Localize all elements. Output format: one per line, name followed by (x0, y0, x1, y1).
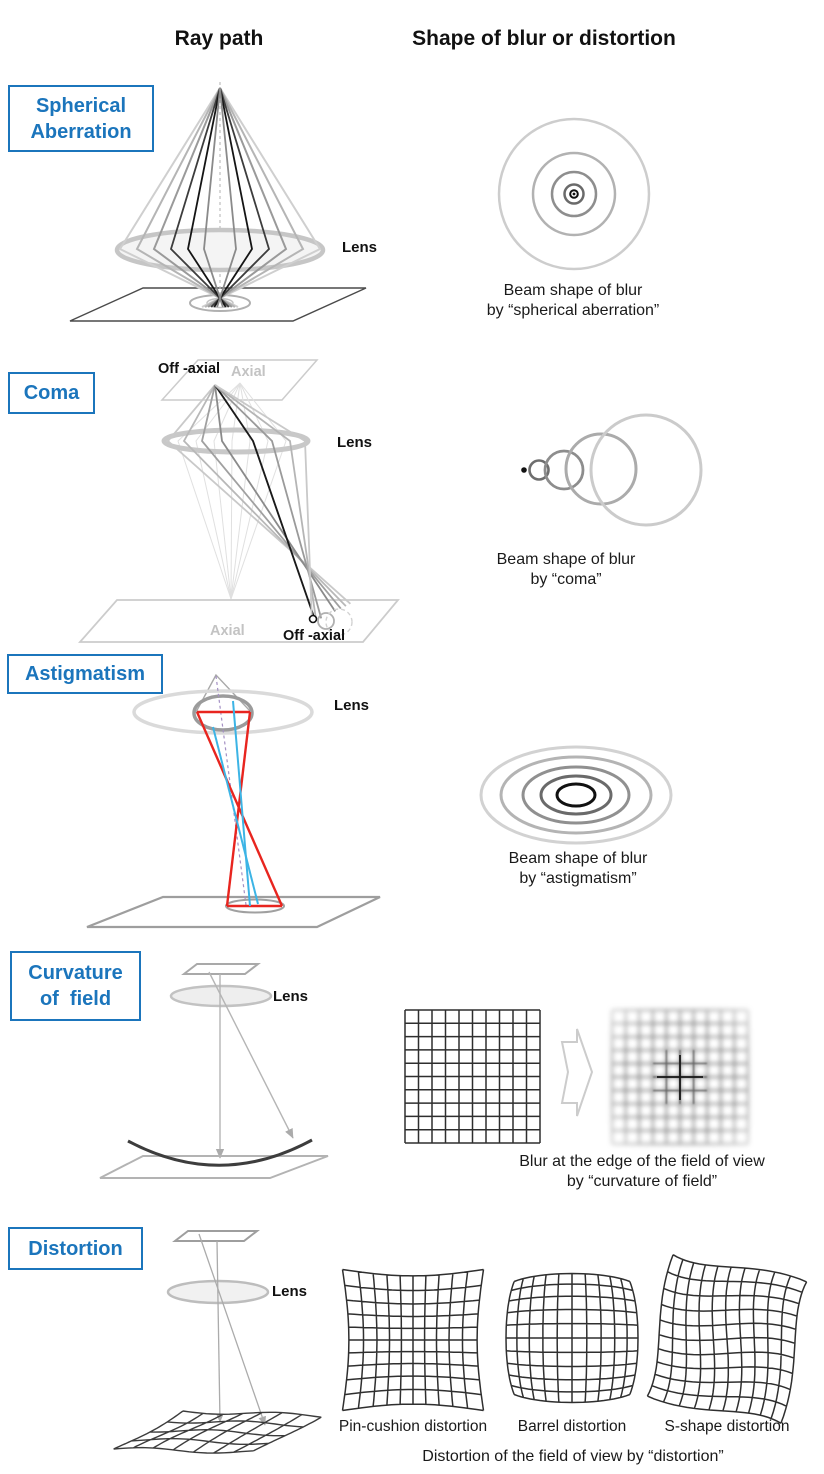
section-label-distortion: Distortion (8, 1227, 143, 1270)
coma-ray-path (78, 359, 400, 643)
oblique-ray-arrow (208, 971, 294, 1139)
object-plane (160, 359, 319, 401)
blurred-grid (605, 1004, 757, 1151)
image-plane (78, 599, 400, 643)
lens-ellipse-outer (132, 689, 314, 735)
caption-coma-blur: Beam shape of blur by “coma” (497, 550, 636, 590)
oblique-ray-arrow (198, 1233, 266, 1426)
ray-fan (118, 87, 322, 308)
curvature-ray-path (99, 963, 329, 1179)
label-line: of field (39, 988, 112, 1010)
label-line: Curvature (28, 962, 123, 984)
section-label-astigmatism: Astigmatism (7, 654, 163, 694)
focal-ellipse (225, 898, 285, 914)
off-axial-ray-fan (166, 384, 351, 624)
lens-label-curvature: Lens (273, 988, 309, 1005)
sharp-grid (404, 1009, 541, 1144)
astigmatism-blur-shape (479, 745, 673, 845)
section-label-curvature-of-field: Curvature of field (10, 951, 141, 1021)
image-plane (86, 895, 381, 929)
caption-curvature-blur: Blur at the edge of the field of view by… (519, 1152, 764, 1192)
caption-line: Beam shape of blur (508, 850, 648, 867)
blur-spot-outer (189, 294, 251, 312)
object-plane (172, 1230, 260, 1242)
pincushion-grid (341, 1268, 485, 1412)
grid-label-pincushion: Pin-cushion distortion (338, 1418, 488, 1435)
caption-line: by “astigmatism” (519, 870, 637, 887)
sharp-center-cross (657, 1055, 703, 1100)
image-plane (69, 287, 367, 322)
label-line: Distortion (28, 1237, 123, 1260)
lens-label-coma: Lens (337, 434, 373, 451)
object-plane (181, 963, 261, 975)
caption-spherical-blur: Beam shape of blur by “spherical aberrat… (487, 281, 660, 321)
label-line: Spherical (35, 94, 127, 117)
lens-label-distortion: Lens (272, 1283, 308, 1300)
section-label-coma: Coma (8, 372, 95, 414)
transform-arrow (560, 1028, 594, 1117)
section-label-spherical-aberration: Spherical Aberration (8, 85, 154, 152)
caption-line: Beam shape of blur (503, 282, 643, 299)
coma-blur-shape (521, 413, 703, 527)
caption-line: by “coma” (530, 571, 602, 588)
caption-line: by “spherical aberration” (486, 302, 660, 319)
label-line: Coma (23, 382, 80, 404)
astigmatism-ray-path (86, 673, 381, 929)
tangential-beam-red (195, 710, 284, 908)
lens-ellipse (114, 227, 326, 273)
column-header-ray-path: Ray path (174, 27, 264, 50)
column-header-blur-shape: Shape of blur or distortion (412, 27, 676, 50)
label-line: Aberration (30, 120, 132, 143)
grid-label-s-shape: S-shape distortion (664, 1418, 790, 1435)
s-shape-grid (646, 1254, 808, 1424)
spherical-ray-path (69, 82, 367, 322)
lens-label-spherical: Lens (342, 239, 378, 256)
sagittal-beam-cyan (212, 700, 259, 907)
image-plane (99, 1155, 329, 1179)
grid-label-barrel: Barrel distortion (517, 1418, 627, 1435)
curved-field-arc (127, 1138, 313, 1167)
caption-line: Blur at the edge of the field of view (519, 1153, 765, 1170)
lens-label-astigmatism: Lens (334, 697, 370, 714)
lens-ellipse (161, 427, 311, 455)
coma-off-axial-bottom-label: Off -axial (283, 628, 346, 644)
axial-ray-arrow (215, 1240, 224, 1423)
spherical-blur-shape (497, 117, 651, 271)
axial-ray-fan (177, 382, 287, 600)
barrel-grid (505, 1272, 639, 1404)
caption-line: Beam shape of blur (496, 551, 636, 568)
cone (194, 673, 253, 713)
caption-distortion: Distortion of the field of view by “dist… (422, 1448, 724, 1465)
coma-off-axial-top-label: Off -axial (158, 361, 221, 377)
caption-line: by “curvature of field” (566, 1173, 718, 1190)
caption-astigmatism-blur: Beam shape of blur by “astigmatism” (509, 849, 648, 889)
warped-image-plane (113, 1410, 322, 1454)
coma-axial-top-label: Axial (231, 364, 266, 380)
distortion-ray-path (113, 1230, 322, 1454)
focus-dot (308, 614, 318, 624)
label-line: Astigmatism (24, 663, 146, 685)
coma-axial-bottom-label: Axial (210, 623, 245, 639)
